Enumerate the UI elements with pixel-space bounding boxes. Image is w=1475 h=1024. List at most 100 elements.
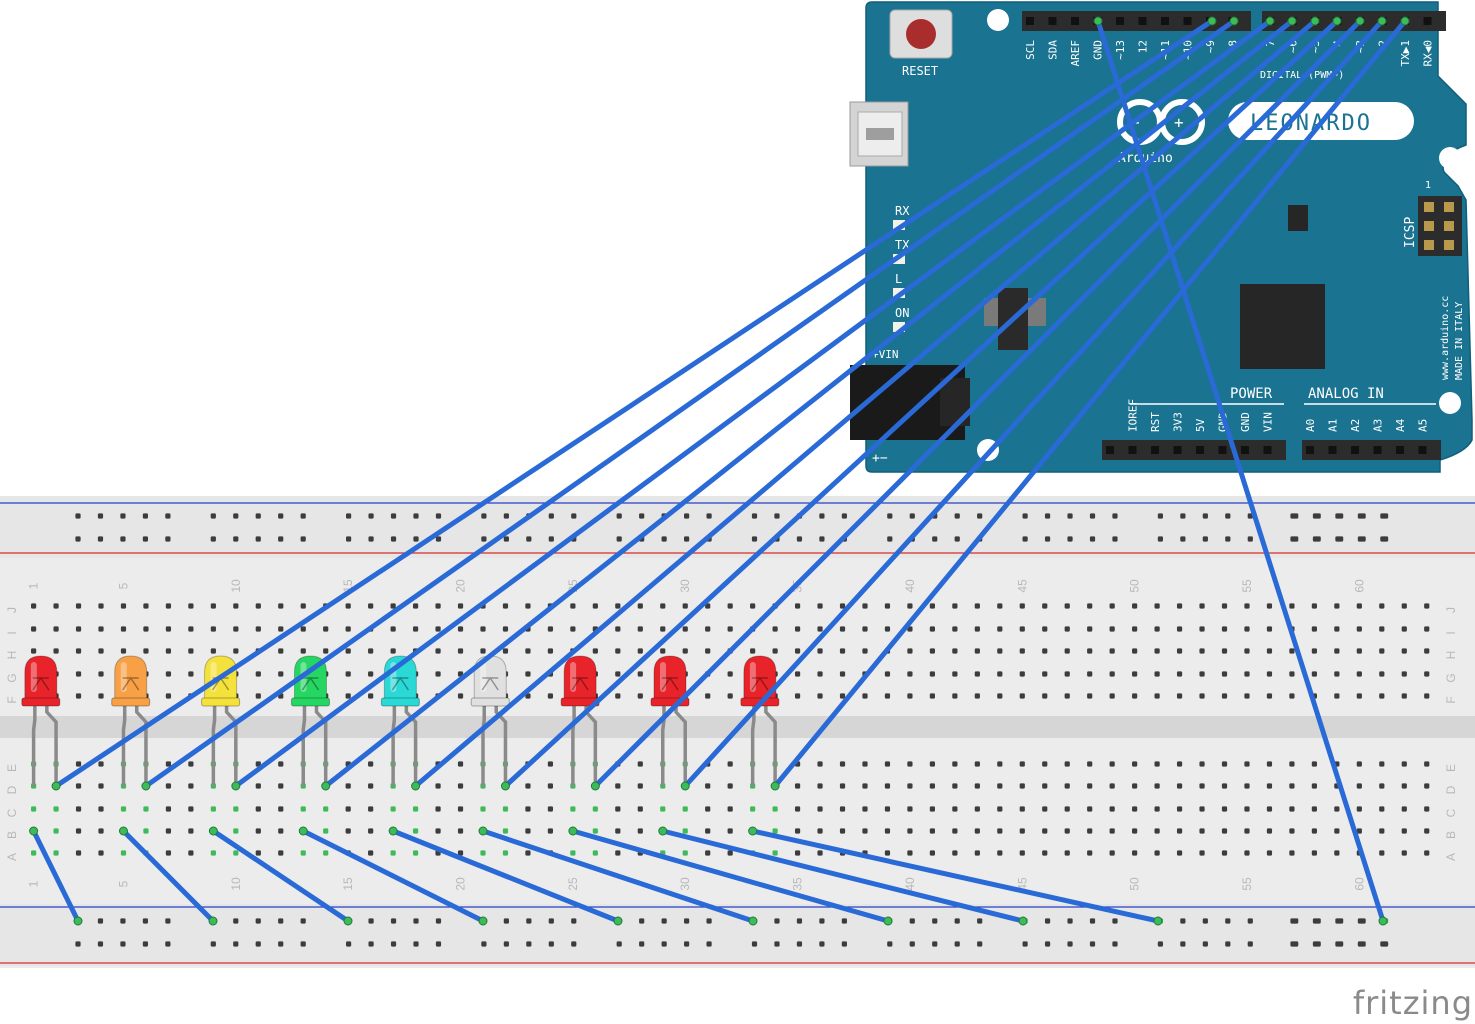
rail-hole[interactable] xyxy=(1180,536,1186,542)
breadboard-hole[interactable] xyxy=(165,828,172,834)
breadboard-hole[interactable] xyxy=(188,671,194,677)
breadboard-hole[interactable] xyxy=(1221,671,1228,677)
breadboard-hole[interactable] xyxy=(952,783,958,789)
breadboard-hole[interactable] xyxy=(1401,850,1407,856)
breadboard-hole[interactable] xyxy=(682,850,688,856)
breadboard-hole[interactable] xyxy=(1109,626,1115,632)
breadboard-hole[interactable] xyxy=(772,806,778,812)
breadboard-hole[interactable] xyxy=(1379,761,1385,767)
breadboard-hole[interactable] xyxy=(323,626,329,632)
rail-hole[interactable] xyxy=(819,536,825,542)
breadboard-hole[interactable] xyxy=(817,761,823,767)
rail-hole[interactable] xyxy=(413,536,419,542)
wire-end[interactable] xyxy=(411,781,421,791)
breadboard-hole[interactable] xyxy=(412,850,419,856)
rail-hole[interactable] xyxy=(751,536,758,542)
breadboard-hole[interactable] xyxy=(1311,806,1317,812)
rail-hole[interactable] xyxy=(120,513,126,519)
breadboard-hole[interactable] xyxy=(862,783,868,789)
rail-hole[interactable] xyxy=(97,918,104,924)
breadboard-hole[interactable] xyxy=(1424,828,1430,834)
breadboard-hole[interactable] xyxy=(98,783,104,789)
breadboard-hole[interactable] xyxy=(637,693,643,699)
wire[interactable] xyxy=(120,828,216,924)
breadboard-hole[interactable] xyxy=(839,603,846,609)
breadboard-hole[interactable] xyxy=(794,783,801,789)
breadboard-hole[interactable] xyxy=(457,648,464,654)
rail-hole[interactable] xyxy=(165,941,171,947)
breadboard-hole[interactable] xyxy=(1176,671,1183,677)
breadboard-hole[interactable] xyxy=(817,693,823,699)
breadboard-hole[interactable] xyxy=(997,828,1003,834)
breadboard-hole[interactable] xyxy=(660,603,666,609)
rail-hole[interactable] xyxy=(796,536,803,542)
rail-hole[interactable] xyxy=(796,941,803,947)
breadboard-hole[interactable] xyxy=(547,648,554,654)
breadboard-hole[interactable] xyxy=(1401,648,1407,654)
breadboard-hole[interactable] xyxy=(345,693,351,699)
breadboard-hole[interactable] xyxy=(1244,626,1250,632)
breadboard-hole[interactable] xyxy=(862,693,868,699)
wire[interactable] xyxy=(570,828,891,924)
breadboard-hole[interactable] xyxy=(1424,648,1430,654)
breadboard-hole[interactable] xyxy=(480,806,486,812)
breadboard-hole[interactable] xyxy=(1379,648,1385,654)
rail-hole[interactable] xyxy=(165,536,171,542)
wire[interactable] xyxy=(682,18,1385,789)
breadboard-hole[interactable] xyxy=(31,648,37,654)
breadboard-hole[interactable] xyxy=(794,806,801,812)
breadboard-hole[interactable] xyxy=(839,671,846,677)
breadboard-hole[interactable] xyxy=(907,603,913,609)
breadboard-hole[interactable] xyxy=(1132,783,1138,789)
breadboard-hole[interactable] xyxy=(929,828,935,834)
breadboard-hole[interactable] xyxy=(660,626,666,632)
breadboard-hole[interactable] xyxy=(952,648,958,654)
breadboard-hole[interactable] xyxy=(345,806,351,812)
breadboard-hole[interactable] xyxy=(1401,828,1407,834)
header-pin[interactable] xyxy=(1218,446,1227,454)
header-pin[interactable] xyxy=(1328,446,1337,454)
breadboard-hole[interactable] xyxy=(727,626,733,632)
breadboard-hole[interactable] xyxy=(323,806,329,812)
breadboard-hole[interactable] xyxy=(884,783,891,789)
breadboard-hole[interactable] xyxy=(682,828,688,834)
breadboard-hole[interactable] xyxy=(637,603,643,609)
rail-hole[interactable] xyxy=(909,918,915,924)
breadboard-hole[interactable] xyxy=(1311,828,1317,834)
breadboard-hole[interactable] xyxy=(637,828,643,834)
breadboard-hole[interactable] xyxy=(75,783,82,789)
rail-hole[interactable] xyxy=(819,941,825,947)
wire-end[interactable] xyxy=(1265,16,1275,26)
breadboard-hole[interactable] xyxy=(794,603,801,609)
breadboard-hole[interactable] xyxy=(1401,626,1407,632)
wire-end[interactable] xyxy=(748,916,758,926)
wire-end[interactable] xyxy=(478,826,488,836)
breadboard-hole[interactable] xyxy=(278,648,284,654)
rail-hole[interactable] xyxy=(932,941,938,947)
rail-hole[interactable] xyxy=(210,513,216,519)
breadboard-hole[interactable] xyxy=(1064,761,1070,767)
breadboard-hole[interactable] xyxy=(165,671,172,677)
breadboard-hole[interactable] xyxy=(368,761,374,767)
breadboard-hole[interactable] xyxy=(1356,783,1362,789)
breadboard-hole[interactable] xyxy=(1289,806,1295,812)
breadboard-hole[interactable] xyxy=(457,806,464,812)
rail-hole[interactable] xyxy=(1380,941,1386,947)
rail-hole[interactable] xyxy=(1180,941,1186,947)
breadboard-hole[interactable] xyxy=(1244,850,1250,856)
rail-hole[interactable] xyxy=(706,941,712,947)
breadboard-hole[interactable] xyxy=(1087,671,1093,677)
wire-end[interactable] xyxy=(1310,16,1320,26)
breadboard-hole[interactable] xyxy=(637,648,643,654)
rail-hole[interactable] xyxy=(300,941,306,947)
breadboard-hole[interactable] xyxy=(1379,828,1385,834)
breadboard-hole[interactable] xyxy=(592,603,598,609)
breadboard-hole[interactable] xyxy=(1042,850,1048,856)
rail-hole[interactable] xyxy=(278,918,284,924)
breadboard-hole[interactable] xyxy=(637,806,643,812)
breadboard-hole[interactable] xyxy=(592,828,598,834)
breadboard-hole[interactable] xyxy=(233,850,239,856)
breadboard-hole[interactable] xyxy=(615,783,621,789)
rail-hole[interactable] xyxy=(706,513,712,519)
breadboard-hole[interactable] xyxy=(345,828,351,834)
